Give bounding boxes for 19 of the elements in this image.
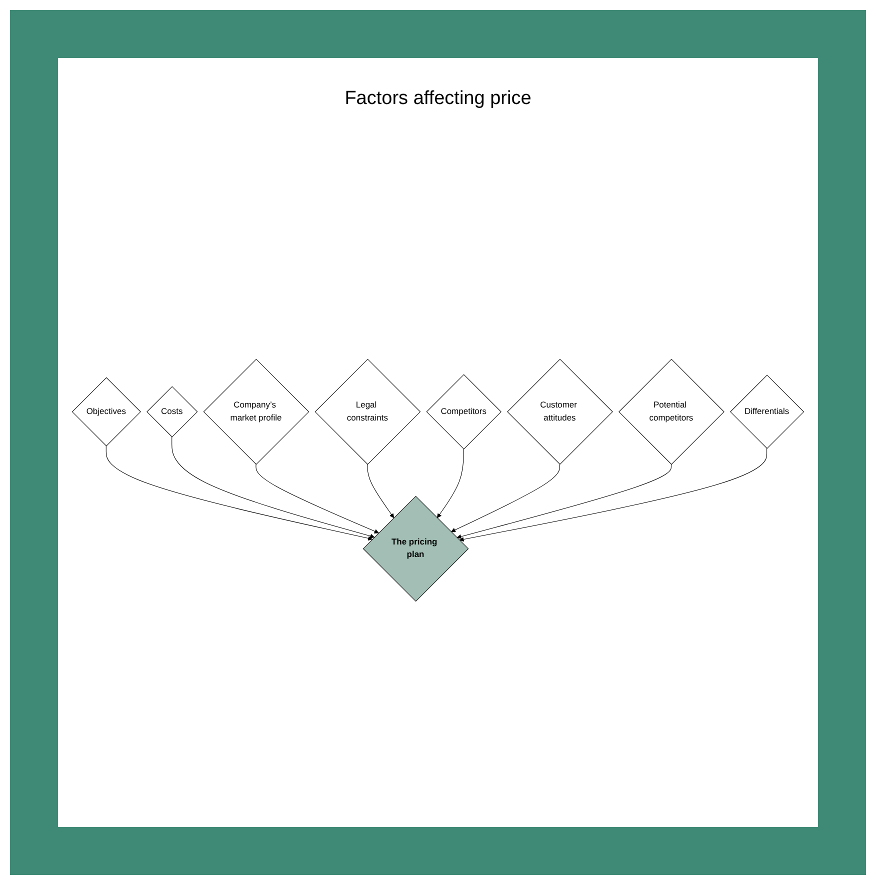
diagram-title: Factors affecting price [344, 88, 532, 110]
frame-border: Factors affecting price Objectives Costs Company’s market profile Legal constraints The pricing plan Competitors Customer attitudes Potential competitors Differentials [10, 10, 866, 875]
node-diamond [618, 358, 724, 464]
node-diamond [72, 376, 141, 446]
arrow [436, 448, 464, 518]
arrow [172, 436, 375, 538]
node-diamond [507, 358, 613, 464]
node-diamond [203, 358, 310, 464]
node-diamond [730, 374, 804, 449]
node-diamond [362, 496, 469, 602]
arrow [456, 464, 672, 539]
node-diamond [146, 386, 198, 438]
arrow [256, 464, 379, 534]
arrow [459, 448, 768, 542]
arrow [450, 464, 560, 532]
node-diamond [426, 374, 502, 450]
arrow [367, 464, 394, 518]
arrow [106, 445, 373, 540]
node-diamond [314, 358, 421, 464]
